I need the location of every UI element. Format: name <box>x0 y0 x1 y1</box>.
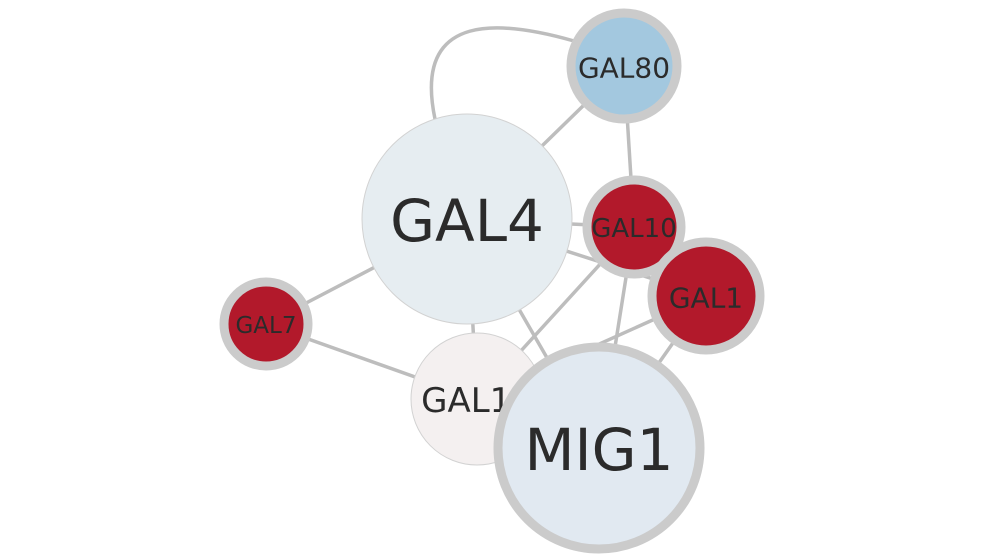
node-label-gal10: GAL10 <box>591 214 677 244</box>
node-circle-mig1[interactable] <box>493 342 705 554</box>
node-label-mig1: MIG1 <box>525 416 674 484</box>
node-circle-gal7[interactable] <box>219 277 313 371</box>
node-gal1[interactable]: GAL1 <box>647 237 765 355</box>
node-circle-gal10[interactable] <box>582 175 686 279</box>
node-gal80[interactable]: GAL80 <box>566 8 682 124</box>
edge-gal4-gal80 <box>429 26 576 121</box>
node-label-gal80: GAL80 <box>578 52 670 85</box>
node-gal10[interactable]: GAL10 <box>582 175 686 279</box>
node-circle-gal1[interactable] <box>647 237 765 355</box>
node-circle-gal80[interactable] <box>566 8 682 124</box>
node-label-gal1: GAL1 <box>669 282 743 315</box>
node-label-gal4: GAL4 <box>390 187 544 255</box>
node-label-gal7: GAL7 <box>235 313 296 339</box>
node-mig1[interactable]: MIG1 <box>493 342 705 554</box>
node-gal4[interactable]: GAL4 <box>361 113 573 325</box>
node-gal7[interactable]: GAL7 <box>219 277 313 371</box>
node-circle-gal4[interactable] <box>361 113 573 325</box>
